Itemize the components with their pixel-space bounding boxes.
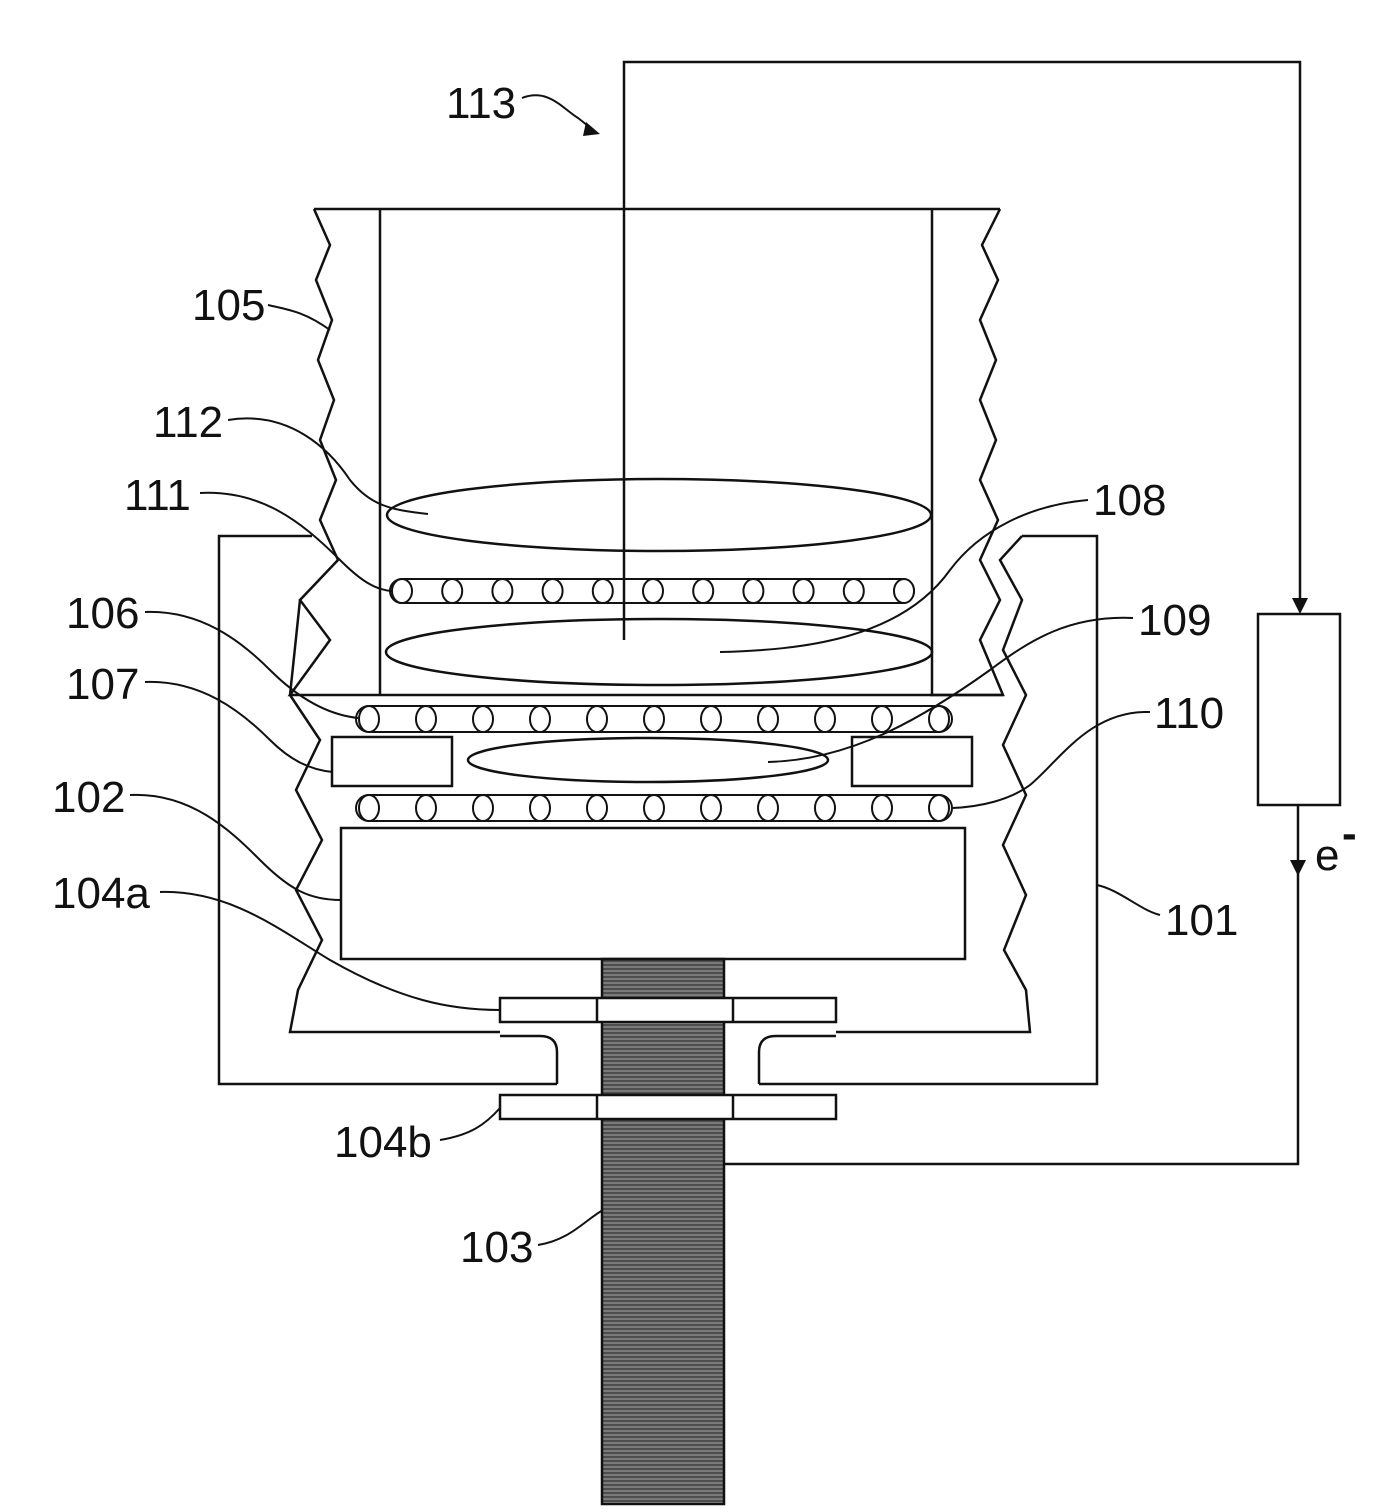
layer-109 bbox=[468, 738, 828, 782]
leader-104b bbox=[440, 1108, 500, 1140]
leader-101 bbox=[1097, 885, 1160, 915]
label-107: 107 bbox=[66, 660, 139, 709]
label-108: 108 bbox=[1093, 476, 1166, 525]
coil-111-turn bbox=[693, 579, 713, 603]
coil-110-turn bbox=[929, 795, 949, 821]
coil-106-turn bbox=[872, 706, 892, 732]
coil-106-turn bbox=[473, 706, 493, 732]
label-109: 109 bbox=[1138, 596, 1211, 645]
block-107-left bbox=[332, 737, 452, 786]
leader-108 bbox=[720, 500, 1088, 652]
leader-104a bbox=[160, 892, 500, 1010]
coil-106-turn bbox=[587, 706, 607, 732]
coil-106-turn bbox=[416, 706, 436, 732]
coil-106-turn bbox=[530, 706, 550, 732]
coil-111-turn bbox=[392, 579, 412, 603]
coil-110-turn bbox=[416, 795, 436, 821]
coil-106-turn bbox=[359, 706, 379, 732]
coil-111-turn bbox=[844, 579, 864, 603]
label-102: 102 bbox=[52, 773, 125, 822]
label-105: 105 bbox=[192, 281, 265, 330]
coil-111-turn bbox=[543, 579, 563, 603]
circuit-arrow-down bbox=[1292, 598, 1308, 614]
coil-106-turn bbox=[929, 706, 949, 732]
coil-106-turn bbox=[758, 706, 778, 732]
label-113: 113 bbox=[446, 79, 516, 128]
coil-111-turn bbox=[643, 579, 663, 603]
coil-106-turn bbox=[815, 706, 835, 732]
label-111: 111 bbox=[124, 471, 191, 520]
block-107-right bbox=[852, 737, 972, 786]
leader-113-arrow bbox=[522, 95, 596, 132]
flange-104b bbox=[500, 1095, 836, 1119]
label-106: 106 bbox=[66, 589, 139, 638]
label-112: 112 bbox=[153, 398, 223, 447]
coil-110-turn bbox=[644, 795, 664, 821]
coil-111 bbox=[390, 579, 914, 603]
coil-106-turn bbox=[701, 706, 721, 732]
label-104b: 104b bbox=[334, 1118, 432, 1167]
coil-110-turn bbox=[701, 795, 721, 821]
leader-105 bbox=[268, 305, 330, 330]
power-supply-box bbox=[1258, 614, 1340, 805]
label-110: 110 bbox=[1154, 689, 1224, 738]
label-104a: 104a bbox=[52, 869, 150, 918]
label-101: 101 bbox=[1165, 896, 1238, 945]
electron-flow-arrow bbox=[1290, 860, 1306, 876]
coil-110-turn bbox=[359, 795, 379, 821]
coil-111-turn bbox=[894, 579, 914, 603]
coil-110-turn bbox=[587, 795, 607, 821]
melt-108 bbox=[386, 619, 932, 685]
label-103: 103 bbox=[460, 1223, 533, 1272]
circuit-wire-113 bbox=[624, 62, 1300, 640]
leader-106 bbox=[145, 612, 358, 718]
leader-110 bbox=[952, 712, 1150, 808]
leader-103 bbox=[538, 1210, 603, 1245]
layer-112 bbox=[387, 479, 931, 551]
coil-111-turn bbox=[442, 579, 462, 603]
coil-110-turn bbox=[473, 795, 493, 821]
crucible-105-right-wall bbox=[930, 209, 1003, 695]
support-left-wall bbox=[290, 600, 500, 1032]
coil-111-turn bbox=[492, 579, 512, 603]
shaft-103 bbox=[602, 959, 724, 1504]
coil-110-turn bbox=[758, 795, 778, 821]
electron-symbol: e bbox=[1315, 831, 1339, 880]
flange-104a bbox=[500, 998, 836, 1022]
coil-110-turn bbox=[530, 795, 550, 821]
leader-109 bbox=[768, 618, 1133, 762]
electron-charge-sup: - bbox=[1342, 809, 1357, 858]
coil-110-turn bbox=[815, 795, 835, 821]
coil-106 bbox=[356, 706, 952, 732]
leader-111 bbox=[200, 493, 392, 591]
coil-110 bbox=[356, 795, 952, 821]
coil-110-turn bbox=[872, 795, 892, 821]
coil-106-turn bbox=[644, 706, 664, 732]
coil-111-turn bbox=[794, 579, 814, 603]
leader-102 bbox=[130, 795, 341, 900]
coil-111-turn bbox=[593, 579, 613, 603]
base-plate-102 bbox=[341, 828, 965, 959]
coil-111-turn bbox=[743, 579, 763, 603]
